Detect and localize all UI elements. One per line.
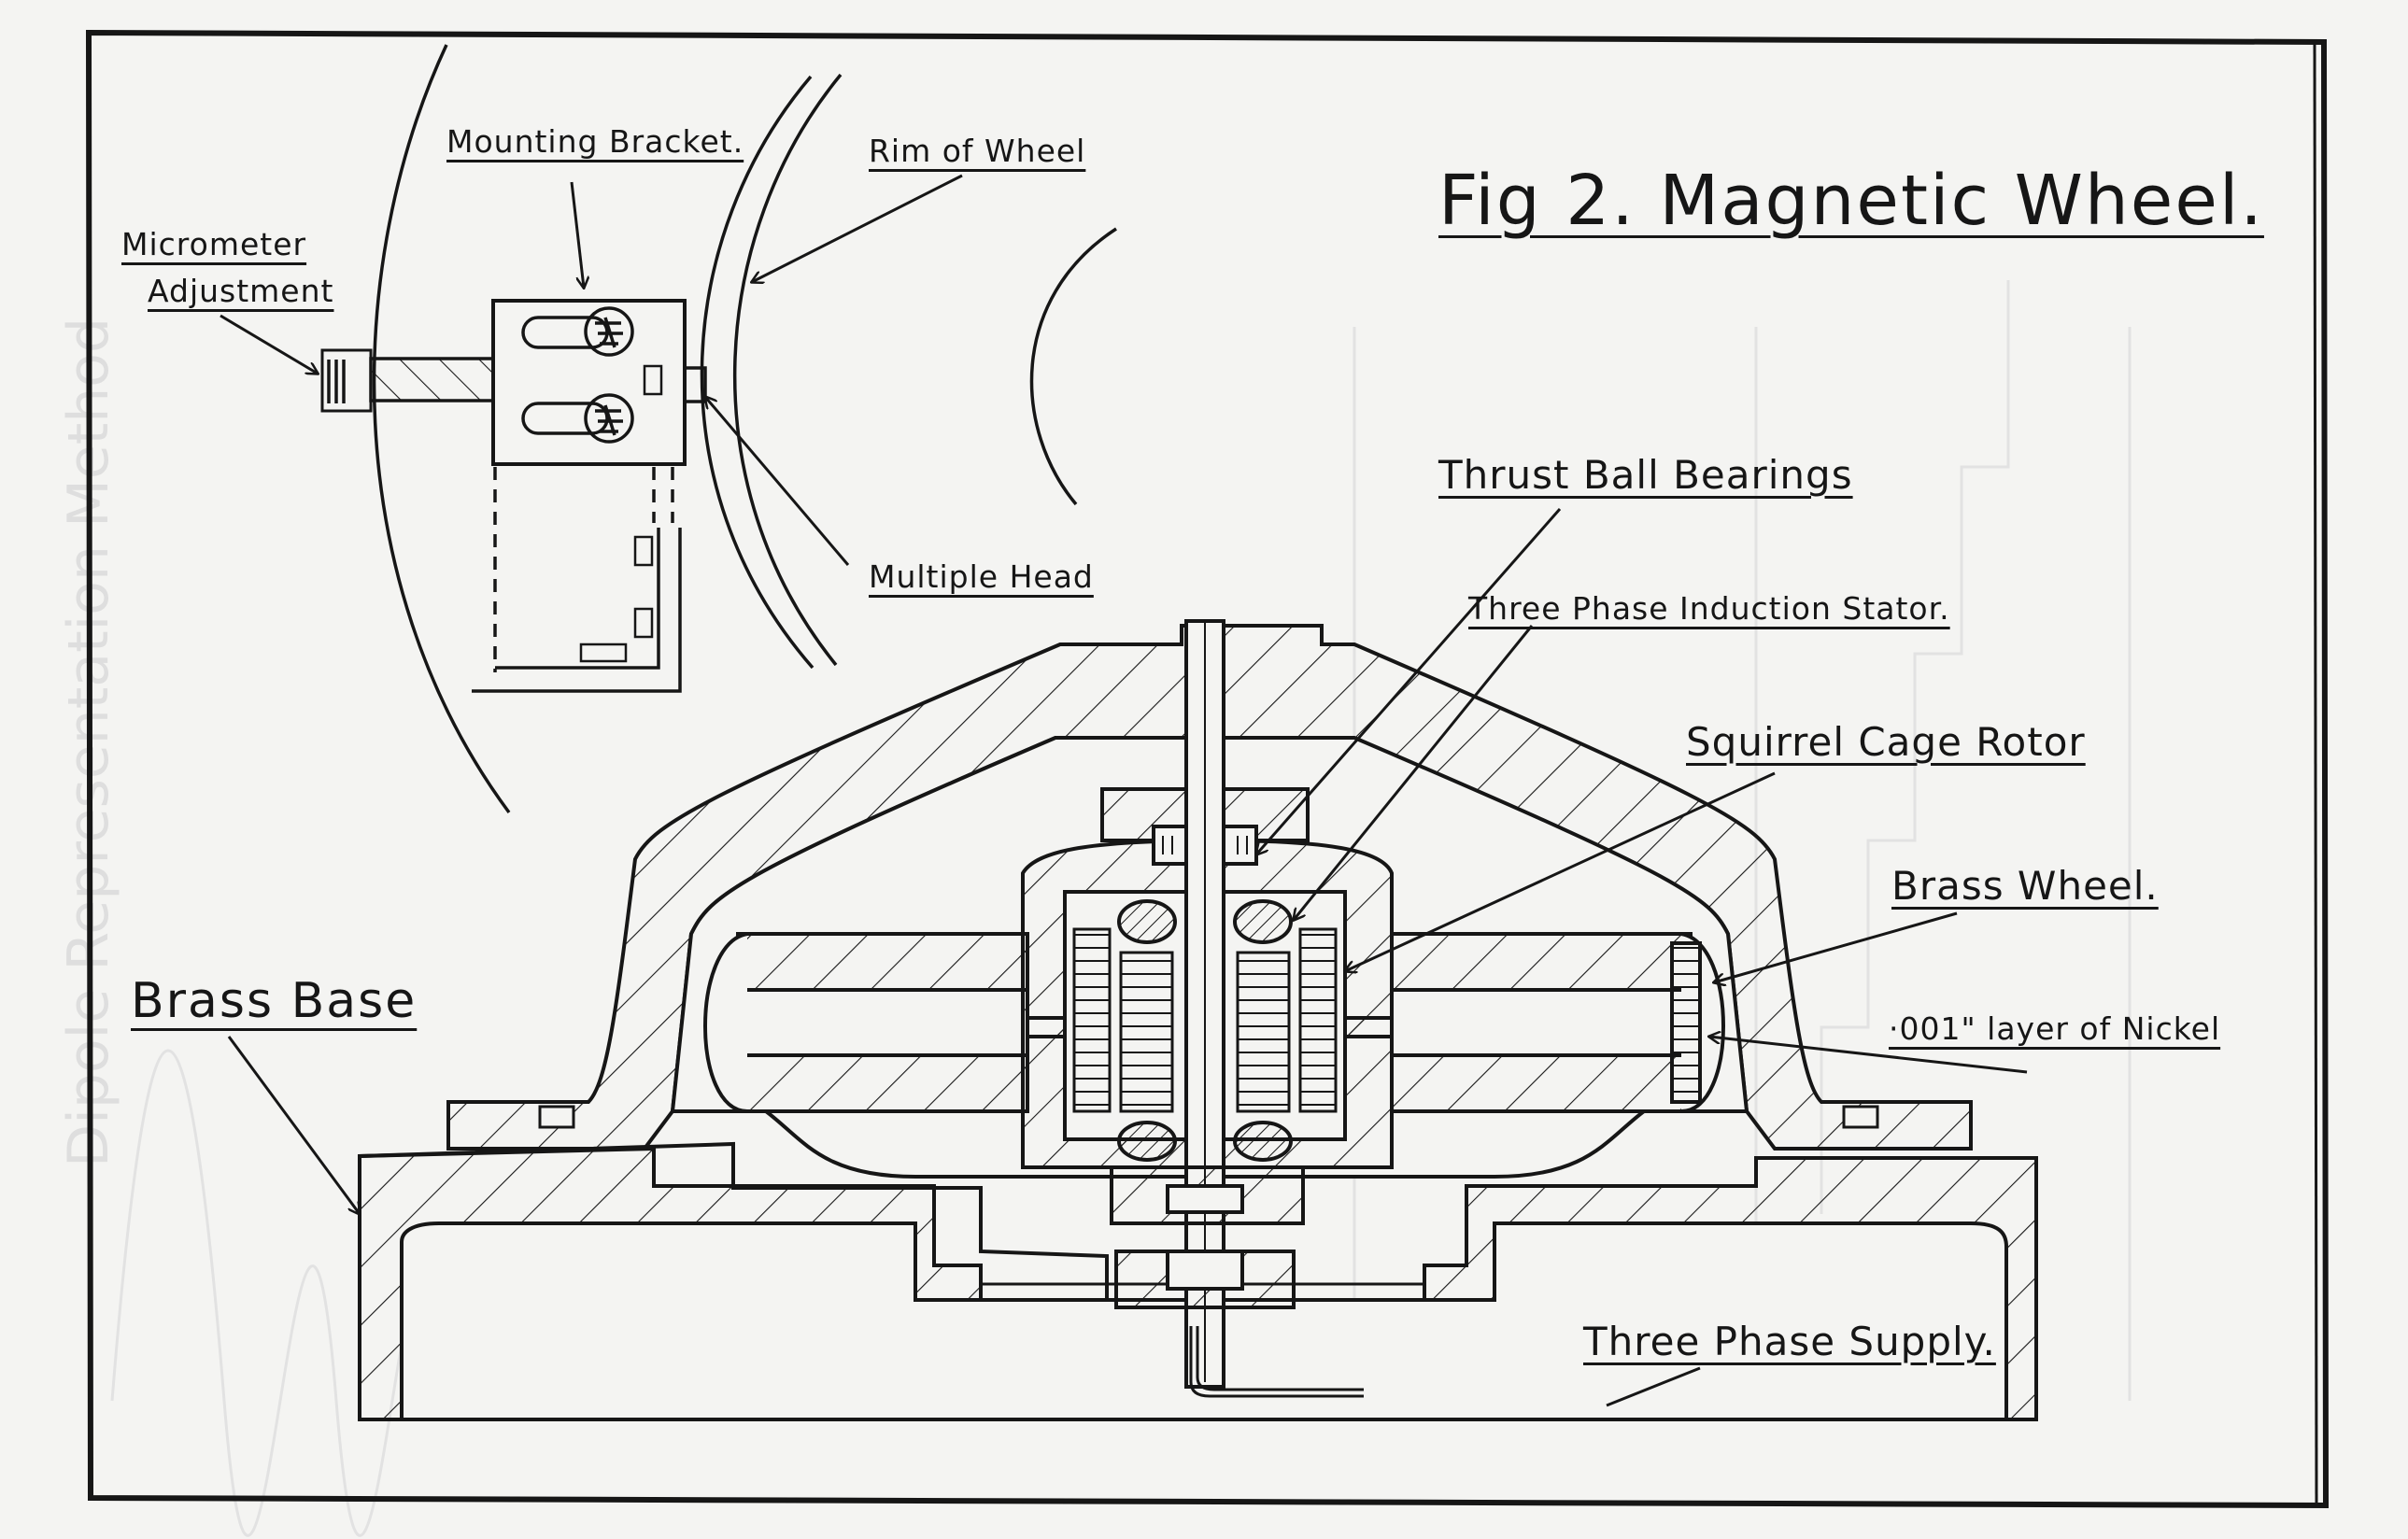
label-thrust-ball-bearings: Thrust Ball Bearings [1438, 452, 1853, 498]
label-rim-of-wheel: Rim of Wheel [869, 133, 1086, 169]
label-mounting-bracket: Mounting Bracket. [446, 123, 744, 160]
label-multiple-head: Multiple Head [869, 558, 1094, 595]
label-brass-base: Brass Base [131, 973, 418, 1029]
main-section [358, 619, 2038, 1421]
leader-multiple-head [705, 397, 850, 566]
label-squirrel-cage-rotor: Squirrel Cage Rotor [1686, 719, 2086, 765]
leader-brass-base [227, 1036, 360, 1214]
leader-rotor [1345, 771, 1776, 971]
label-three-phase-stator: Three Phase Induction Stator. [1468, 590, 1950, 627]
label-micrometer: Micrometer [121, 226, 307, 262]
leader-micrometer [220, 314, 318, 374]
figure-title: Fig 2. Magnetic Wheel. [1438, 161, 2264, 241]
leader-supply [1606, 1366, 1701, 1407]
leader-mounting-bracket [570, 181, 584, 288]
leader-brass-wheel [1714, 911, 1958, 982]
leader-thrust-bearings [1256, 508, 1562, 854]
leader-rim-of-wheel [752, 174, 963, 282]
label-nickel-layer: ·001" layer of Nickel [1889, 1010, 2221, 1047]
sheet-border [85, 29, 2330, 1509]
label-three-phase-supply: Three Phase Supply. [1583, 1319, 1996, 1364]
inset-detail [320, 44, 1117, 814]
leader-stator [1294, 625, 1534, 920]
leader-nickel [1709, 1037, 2028, 1074]
label-adjustment: Adjustment [148, 273, 334, 309]
label-brass-wheel: Brass Wheel. [1891, 863, 2159, 909]
leader-lines [220, 174, 2028, 1407]
